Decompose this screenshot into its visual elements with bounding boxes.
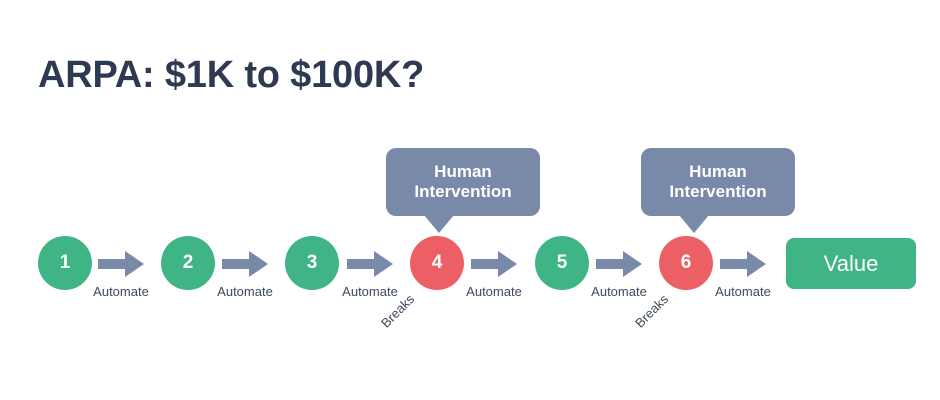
flow-step-4: 4 — [410, 236, 464, 290]
callout-line-2: Intervention — [414, 182, 512, 201]
automate-caption: Automate — [93, 284, 149, 299]
flow-step-3: 3 — [285, 236, 339, 290]
callout-tail — [424, 215, 454, 233]
value-outcome-box: Value — [786, 238, 916, 289]
flow-step-label: 3 — [306, 252, 318, 273]
automate-caption: Automate — [466, 284, 522, 299]
automate-caption: Automate — [715, 284, 771, 299]
automate-arrow-icon — [222, 251, 268, 277]
page-title: ARPA: $1K to $100K? — [38, 54, 425, 96]
callout-line-1: Human — [689, 161, 747, 181]
automate-caption: Automate — [342, 284, 398, 299]
automate-arrow-icon — [596, 251, 642, 277]
flow-step-label: 1 — [59, 252, 71, 273]
flow-step-label: 4 — [431, 252, 443, 273]
automate-caption: Automate — [217, 284, 273, 299]
flow-step-5: 5 — [535, 236, 589, 290]
flow-step-2: 2 — [161, 236, 215, 290]
automate-arrow-icon — [98, 251, 144, 277]
flow-step-label: 5 — [556, 252, 568, 273]
automate-arrow-icon — [471, 251, 517, 277]
flow-step-label: 2 — [182, 252, 194, 273]
flow-step-6: 6 — [659, 236, 713, 290]
callout-tail — [679, 215, 709, 233]
flow-step-1: 1 — [38, 236, 92, 290]
value-outcome-label: Value — [823, 250, 879, 276]
automate-caption: Automate — [591, 284, 647, 299]
automate-arrow-icon — [347, 251, 393, 277]
callout-line-2: Intervention — [669, 182, 767, 201]
callout-line-1: Human — [434, 161, 492, 181]
flow-step-label: 6 — [680, 252, 692, 273]
automate-arrow-icon — [720, 251, 766, 277]
